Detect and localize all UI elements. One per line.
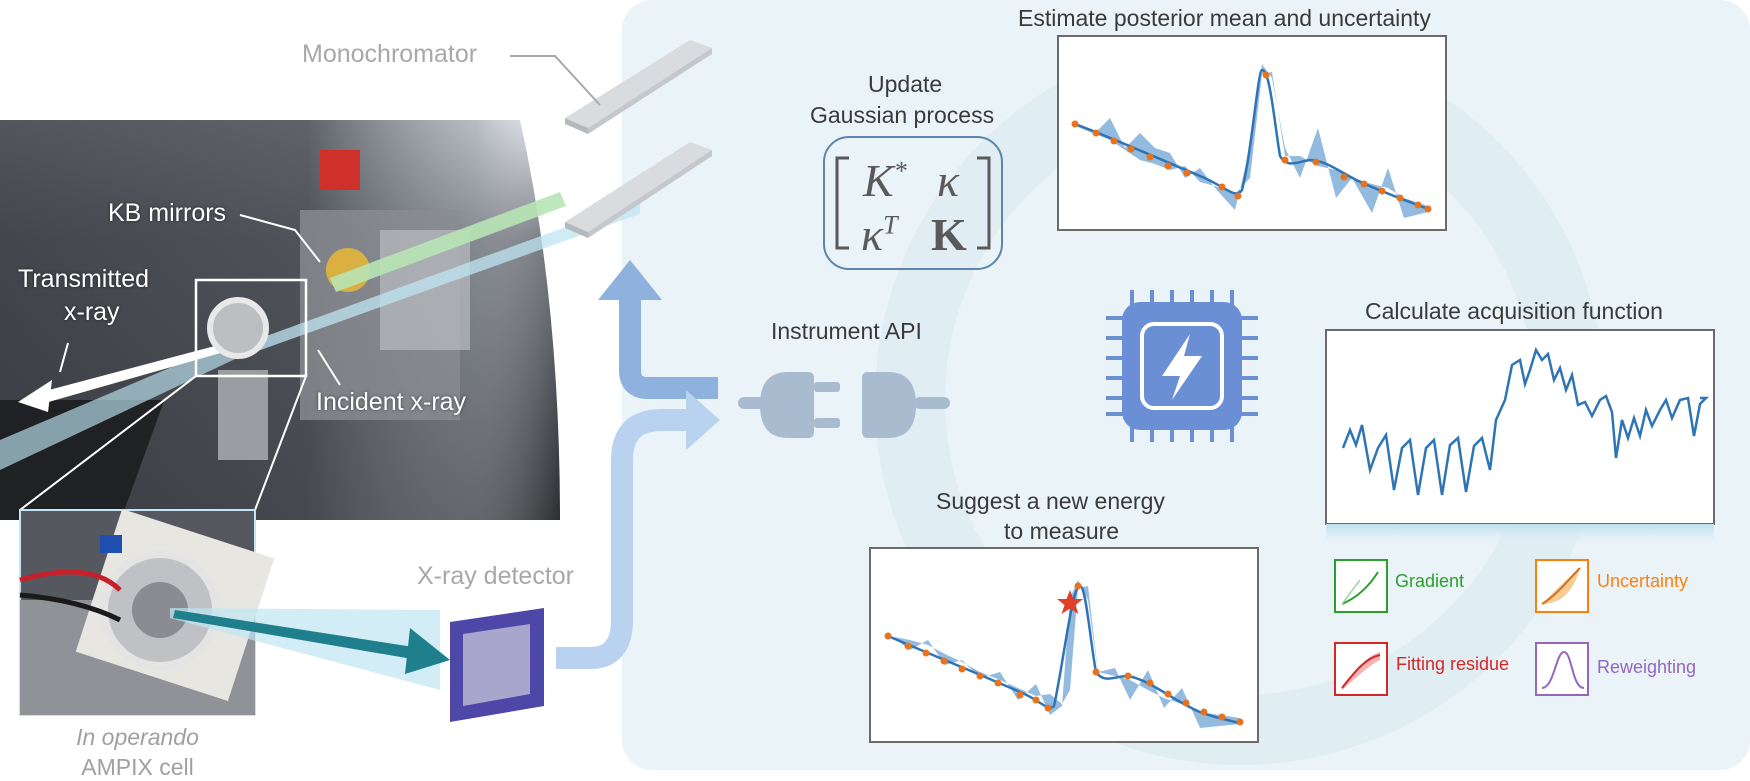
posterior-curve (1071, 64, 1432, 218)
uncertainty-legend-icon (1535, 559, 1589, 613)
matrix-big-k: K (931, 209, 967, 260)
kb-leader (239, 214, 321, 263)
incident-beam (250, 200, 640, 352)
monochromator-crystals (565, 40, 712, 238)
gp-title-line1: Update (868, 71, 943, 97)
acquisition-curve (1341, 346, 1710, 496)
matrix-kappa-t-superscript: T (883, 210, 898, 240)
detector-arrowhead (405, 628, 450, 674)
monochromator-leader (510, 55, 601, 106)
incident-leader (317, 349, 341, 386)
suggest-title-line2: to measure (1004, 518, 1120, 544)
legend-uncertainty: Uncertainty (1597, 571, 1689, 591)
acquisition-title: Calculate acquisition function (1365, 298, 1663, 324)
flow-arrowhead-up (598, 260, 662, 300)
xray-detector-label: X-ray detector (417, 562, 575, 590)
chip-lightning-icon (1106, 290, 1258, 442)
matrix-k-star-superscript: * (893, 156, 907, 186)
star-icon (1057, 590, 1083, 614)
suggest-curve (884, 580, 1244, 728)
gradient-legend-icon (1334, 559, 1388, 613)
transmitted-beam (0, 338, 250, 470)
transmitted-arrowhead (18, 380, 52, 412)
flow-arrowhead-detector (686, 390, 720, 450)
caption-line2: AMPIX cell (81, 754, 194, 780)
caption-line1: In operando (76, 724, 199, 750)
xray-detector (450, 608, 544, 722)
monochromator-label: Monochromator (302, 40, 478, 68)
transmitted-leader (59, 342, 69, 373)
flow-arrow-up (619, 295, 718, 399)
plug-icon (738, 372, 950, 438)
legend-fitting-residue: Fitting residue (1396, 654, 1510, 674)
matrix-kappa-t: κT (861, 209, 898, 260)
posterior-title: Estimate posterior mean and uncertainty (1018, 5, 1431, 31)
matrix-brackets (835, 156, 991, 250)
transmitted-label-line1: Transmitted (18, 265, 150, 293)
fitting-residue-legend-icon (1334, 642, 1388, 696)
incident-xray-label: Incident x-ray (316, 388, 467, 416)
transmitted-label-line2: x-ray (64, 298, 120, 326)
gp-title-line2: Gaussian process (810, 102, 995, 128)
matrix-k-star: K* (863, 155, 907, 206)
suggest-title-line1: Suggest a new energy (936, 488, 1165, 514)
flow-arrow-detector (556, 409, 690, 669)
legend-reweighting: Reweighting (1597, 657, 1697, 677)
instrument-api-label: Instrument API (771, 318, 922, 344)
transmitted-arrow (30, 338, 245, 405)
detector-arrow (173, 610, 420, 660)
matrix-kappa: κ (937, 155, 960, 206)
covariance-matrix: K* κ κT K (823, 136, 1003, 270)
inset-line-left (19, 375, 197, 511)
incident-beam-core (330, 192, 566, 292)
kb-mirrors-label: KB mirrors (108, 199, 227, 227)
sample-box (194, 278, 308, 378)
acquisition-fade (1326, 524, 1714, 548)
legend-gradient: Gradient (1395, 571, 1465, 591)
inset-line-right (254, 375, 307, 511)
reweighting-legend-icon (1535, 642, 1589, 696)
